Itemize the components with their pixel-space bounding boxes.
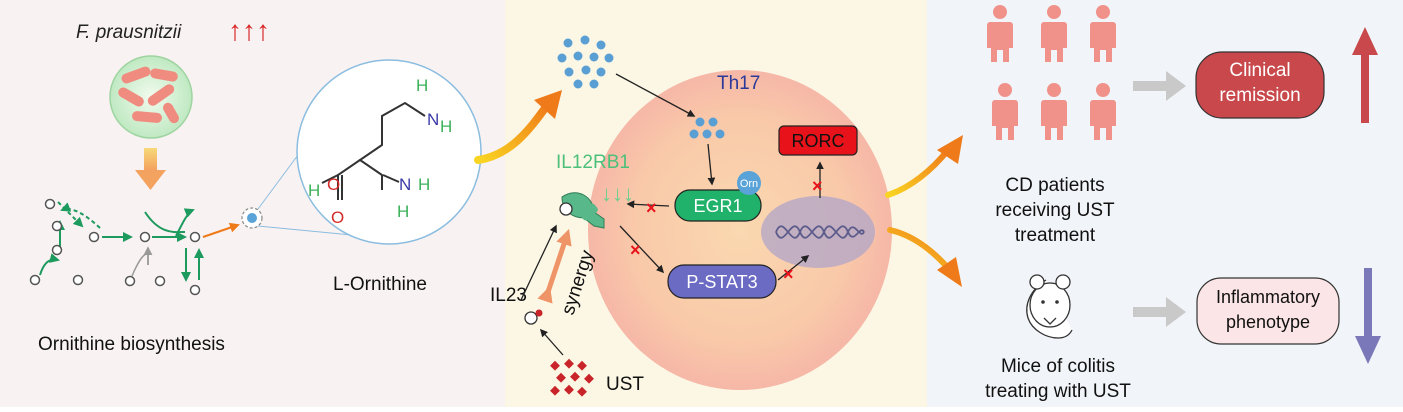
il23-ust-complex (524, 309, 543, 325)
nucleus (761, 196, 875, 268)
patients-to-outcome-arrow (1133, 71, 1186, 101)
egr1-label: EGR1 (693, 196, 742, 216)
left-to-middle-arrow (474, 90, 562, 164)
receptor-to-pstat3-arrow (619, 225, 665, 274)
pathway-label: Ornithine biosynthesis (38, 334, 225, 355)
pstat3-label: P-STAT3 (686, 272, 757, 292)
orn-to-egr1-arrow (707, 143, 716, 186)
rorc-box (778, 125, 858, 156)
svg-text:CD patients: CD patients (1005, 175, 1104, 196)
ornithine-dots (557, 35, 614, 89)
orange-arrow (202, 222, 240, 238)
synergy-arrow (537, 228, 572, 304)
svg-text:phenotype: phenotype (1226, 312, 1310, 332)
il23-label: IL23 (490, 285, 527, 306)
svg-text:treating with UST: treating with UST (985, 381, 1131, 402)
inhibit-mark-rorc: × (812, 176, 823, 196)
svg-text:H: H (416, 76, 428, 95)
receptor-decrease-arrows: ↓↓↓ (601, 181, 634, 206)
increase-arrows: ↑↑↑ (228, 15, 270, 46)
ust-arrow (539, 328, 564, 356)
inflammatory-phenotype-label: Inflammatory phenotype (1216, 287, 1320, 332)
patients-icon (987, 5, 1116, 140)
mice-to-outcome-arrow (1133, 297, 1186, 327)
increase-arrow (1352, 27, 1378, 123)
mouse-eyes (1041, 300, 1059, 304)
rorc-label: RORC (792, 131, 845, 151)
gray-arrow-curve (131, 253, 147, 277)
svg-text:N: N (399, 175, 411, 194)
inhibit-mark-pstat3: × (783, 264, 794, 284)
svg-text:H: H (418, 175, 430, 194)
ornithine-node (241, 207, 263, 229)
svg-text:H: H (308, 181, 320, 200)
uptake-arrow (615, 73, 696, 117)
clinical-remission-box (1195, 51, 1325, 119)
ornithine-structure (321, 101, 426, 200)
egr1-to-receptor-arrow (626, 200, 670, 209)
ust-drug-icon (550, 358, 594, 397)
molecule-zoom-circle (296, 59, 482, 245)
svg-text:N: N (427, 110, 439, 129)
bacteria-icon (109, 55, 193, 139)
svg-text:O: O (327, 175, 340, 194)
svg-text:Mice of colitis: Mice of colitis (1001, 356, 1115, 377)
intracellular-dots (689, 117, 725, 139)
cell-to-patients-arrow (885, 135, 963, 198)
egr1-box (674, 189, 762, 222)
ornithine-pathway (39, 201, 204, 282)
svg-text:O: O (331, 208, 344, 227)
species-label: F. prausnitzii (76, 22, 182, 43)
mouse-icon (1026, 274, 1073, 339)
orn-badge-label: Orn (740, 178, 758, 190)
inflammatory-phenotype-box (1196, 277, 1340, 345)
svg-text:Clinical: Clinical (1229, 60, 1290, 81)
zoom-line-bottom (257, 225, 363, 237)
il23-bound (559, 202, 573, 216)
svg-text:H: H (440, 117, 452, 136)
molecule-atoms: H N H O H H N H O (308, 76, 452, 227)
pstat3-box (667, 264, 777, 299)
decrease-arrow (1355, 268, 1381, 364)
pathway-nodes (29, 198, 201, 296)
pstat3-to-nucleus-arrow (777, 255, 810, 281)
bacteria-to-pathway-arrow (135, 148, 166, 190)
svg-text:treatment: treatment (1015, 225, 1096, 246)
il23-arrow (520, 224, 557, 301)
inhibit-mark-receptor: × (630, 240, 641, 260)
molecule-label: L-Ornithine (333, 274, 427, 295)
patients-label: CD patients receiving UST treatment (995, 175, 1115, 246)
svg-text:remission: remission (1219, 85, 1300, 106)
cell-label: Th17 (717, 73, 760, 94)
receptor-label: IL12RB1 (556, 152, 630, 173)
dna-icon (775, 225, 865, 239)
inhibit-mark-egr1: × (646, 198, 657, 218)
svg-text:receiving UST: receiving UST (995, 200, 1115, 221)
cell-to-mice-arrow (887, 227, 962, 287)
clinical-remission-label: Clinical remission (1219, 60, 1300, 106)
ust-label: UST (606, 374, 644, 395)
svg-text:Inflammatory: Inflammatory (1216, 287, 1320, 307)
svg-text:H: H (397, 202, 409, 221)
orn-badge (737, 171, 761, 195)
mice-label: Mice of colitis treating with UST (985, 356, 1131, 402)
